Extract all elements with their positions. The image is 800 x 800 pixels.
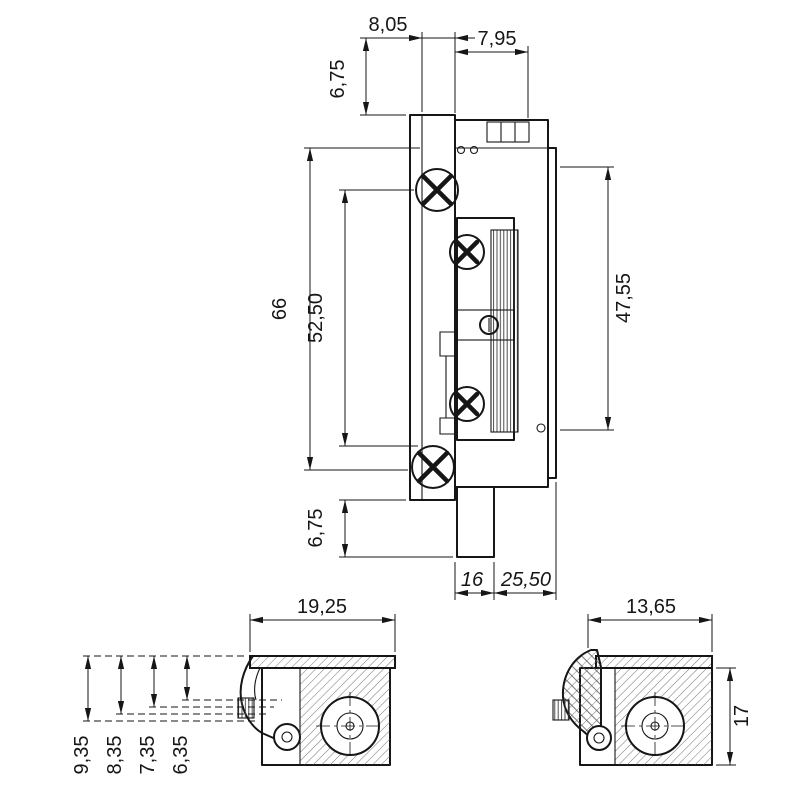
adjustment-screw-bottom [449, 386, 485, 422]
dim-17: 17 [716, 667, 753, 766]
dim-6-35: 6,35 [170, 656, 192, 774]
barrel-centerlines [621, 692, 689, 760]
main-front-view: 8,05 7,95 6,75 66 52,50 47,55 [269, 14, 635, 600]
pivot-screw [479, 315, 499, 335]
dim-6-75-top: 6,75 [327, 38, 406, 116]
mounting-screw-bottom [411, 445, 455, 489]
locking-pin [237, 697, 255, 719]
dim-label: 47,55 [613, 273, 635, 323]
adjustment-screw-top [449, 234, 485, 270]
dim-8-05: 8,05 [360, 14, 475, 113]
wire-hole-left [456, 145, 466, 155]
terminal-dividers [500, 122, 516, 142]
dim-label: 7,95 [478, 28, 517, 50]
lever-inner-edge [254, 667, 261, 701]
faceplate-section [249, 655, 396, 669]
phillips-cross-icon [416, 450, 450, 484]
extension-lines [304, 147, 420, 471]
phillips-cross-icon [454, 391, 480, 417]
left-section-view: 9,35 8,35 7,35 6,35 19,25 [71, 596, 396, 774]
terminal-block [486, 121, 530, 143]
latch-bar [456, 309, 515, 341]
dim-label: 7,35 [137, 736, 159, 775]
jaw-pivot-pin [593, 732, 605, 744]
dim-label: 19,25 [297, 596, 347, 618]
right-view-body [552, 649, 713, 766]
strike-body-outline [409, 114, 557, 558]
screw-head [415, 168, 459, 212]
side-flange [548, 147, 557, 479]
dim-label: 8,35 [104, 736, 126, 775]
extension-lines [560, 166, 614, 431]
dim-label: 52,50 [305, 293, 327, 343]
screw-head [449, 234, 485, 270]
wire-hole-right [469, 145, 479, 155]
dim-13-65: 13,65 [587, 596, 713, 652]
dim-label: 17 [731, 705, 753, 727]
dim-52-50: 52,50 [305, 189, 418, 447]
dim-label: 9,35 [71, 736, 93, 775]
depth-construction-lines [83, 655, 282, 722]
extension-lines [421, 32, 456, 113]
dim-66: 66 [269, 147, 420, 471]
left-view-body [237, 655, 396, 766]
keeper-assembly [439, 217, 519, 441]
phillips-cross-icon [420, 173, 454, 207]
dim-label: 6,75 [327, 60, 349, 99]
faceplate [409, 114, 456, 501]
dim-label: 6,35 [170, 736, 192, 775]
dim-7-95: 7,95 [455, 28, 529, 118]
faceplate-section [595, 655, 713, 669]
right-section-view: 13,65 17 [552, 596, 753, 766]
jaw-pivot [586, 725, 612, 751]
dim-7-35: 7,35 [137, 656, 159, 774]
dim-9-35: 9,35 [71, 656, 93, 774]
dim-8-35: 8,35 [104, 656, 126, 774]
locking-pin [552, 699, 570, 721]
dim-label: 6,75 [305, 509, 327, 548]
dim-label: 66 [269, 298, 291, 320]
pin-hole [536, 423, 546, 433]
jaw-pivot-pin [281, 731, 293, 743]
dim-6-75-bottom: 6,75 [305, 499, 453, 558]
phillips-cross-icon [454, 239, 480, 265]
dim-19-25: 19,25 [249, 596, 396, 652]
dim-47-55: 47,55 [560, 166, 635, 431]
jaw-pivot [273, 723, 301, 751]
dim-label: 13,65 [626, 596, 676, 618]
release-lever-details [439, 331, 458, 435]
dim-label: 16 [461, 569, 484, 591]
screw-head [449, 386, 485, 422]
dim-label: 8,05 [369, 14, 408, 36]
dim-25-50: 25,50 [494, 482, 557, 600]
screw-head [411, 445, 455, 489]
extension-lines [339, 189, 418, 447]
dim-label: 25,50 [500, 569, 551, 591]
bottom-tab [456, 487, 495, 558]
barrel-centerlines [316, 692, 384, 760]
extension-lines [339, 499, 453, 558]
housing [455, 119, 549, 488]
mounting-screw-top [415, 168, 459, 212]
dim-16: 16 [454, 562, 495, 600]
